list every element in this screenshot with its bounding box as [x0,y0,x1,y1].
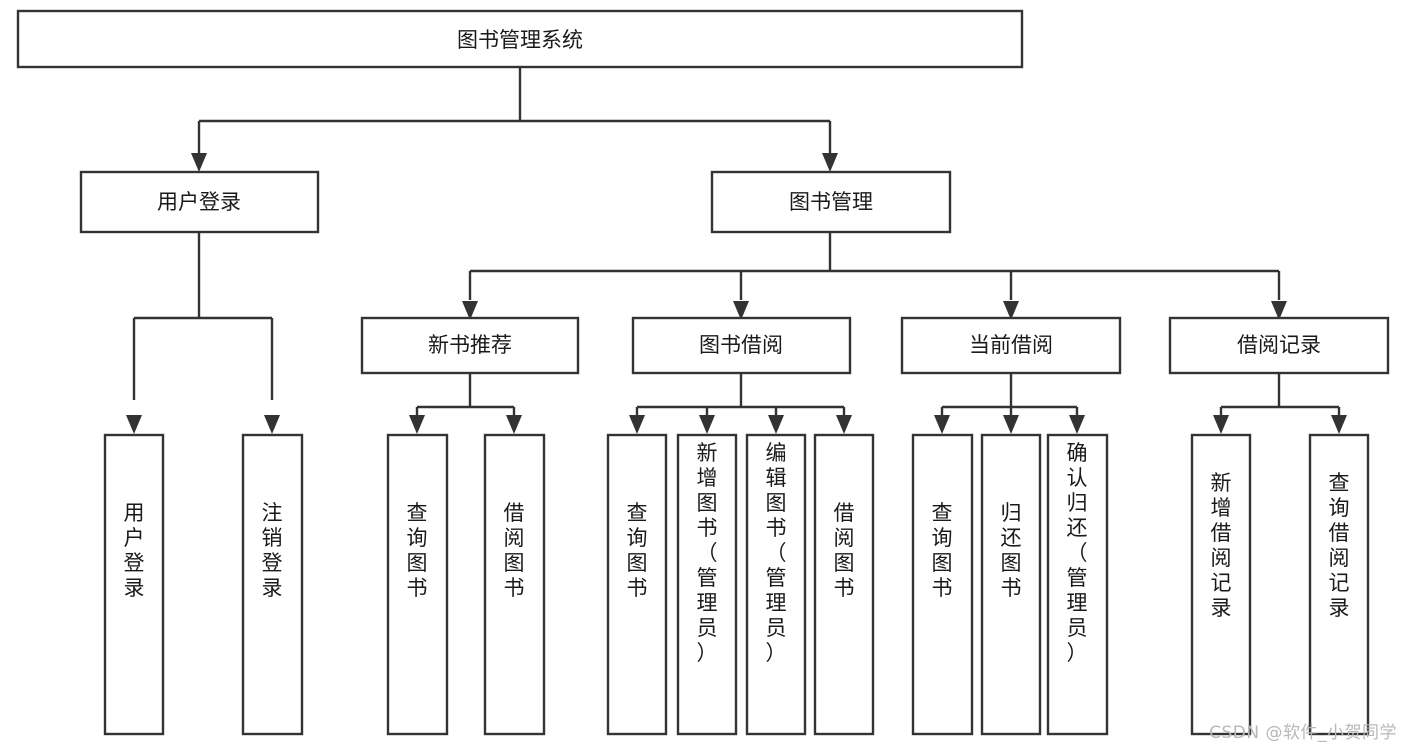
node-leaf-logout-login-box[interactable] [241,433,304,736]
arrow-icon-leaf-add-book-admin [699,415,715,434]
node-leaf-return-book-label: 归还图书 [1001,501,1022,600]
node-borrow-record[interactable]: 借阅记录 [1168,316,1390,375]
connector-layer [126,67,1347,434]
node-leaf-confirm-return-admin[interactable]: 确认归还（管理员） [1046,433,1109,736]
node-leaf-logout-login-label: 注销登录 [262,501,283,600]
node-leaf-edit-book-admin-box[interactable] [745,433,807,736]
node-book-manage-label: 图书管理 [789,190,873,214]
node-borrow-record-box[interactable] [1168,316,1390,375]
node-leaf-query-borrow-record[interactable]: 查询借阅记录 [1308,433,1370,736]
node-leaf-query-book-1-box[interactable] [386,433,449,736]
node-leaf-user-login-box[interactable] [103,433,165,736]
arrow-icon-leaf-confirm-return-admin [1069,415,1085,434]
node-leaf-query-book-1[interactable]: 查询图书 [386,433,449,736]
node-book-manage[interactable]: 图书管理 [710,170,952,234]
node-leaf-add-borrow-record[interactable]: 新增借阅记录 [1190,433,1252,736]
node-leaf-borrow-book-2-label: 借阅图书 [834,501,855,600]
arrow-icon-leaf-add-borrow-record [1213,415,1229,434]
node-leaf-borrow-book-1-label: 借阅图书 [504,501,525,600]
arrow-icon-leaf-query-borrow-record [1331,415,1347,434]
node-new-book-recommend-box[interactable] [360,316,580,375]
node-book-borrow[interactable]: 图书借阅 [631,316,852,375]
arrow-icon-leaf-return-book [1003,415,1019,434]
node-leaf-add-book-admin-box[interactable] [676,433,738,736]
arrow-icon-root-book-manage [822,153,838,172]
node-leaf-query-book-2[interactable]: 查询图书 [606,433,668,736]
node-leaf-query-borrow-record-label: 查询借阅记录 [1329,471,1350,620]
node-root-box[interactable] [16,9,1024,69]
node-current-borrow-box[interactable] [900,316,1122,375]
node-leaf-edit-book-admin-label: 编辑图书（管理员） [766,441,787,665]
node-root[interactable]: 图书管理系统 [16,9,1024,69]
node-leaf-user-login-label: 用户登录 [124,501,145,600]
node-root-label: 图书管理系统 [457,28,583,52]
arrow-icon-leaf-logout-login [264,415,280,434]
node-leaf-add-borrow-record-label: 新增借阅记录 [1211,471,1232,620]
node-leaf-query-book-1-label: 查询图书 [407,501,428,600]
node-leaf-confirm-return-admin-label: 确认归还（管理员） [1067,441,1088,665]
node-book-borrow-label: 图书借阅 [699,333,783,357]
arrow-icon-leaf-edit-book-admin [768,415,784,434]
node-leaf-query-book-3-box[interactable] [911,433,974,736]
node-leaf-query-book-3-label: 查询图书 [932,501,953,600]
leaf-nodes-layer: 用户登录 注销登录 查询图书 借阅图书 查询图书 新增图书（管理员） [103,433,1370,736]
node-leaf-query-book-2-label: 查询图书 [627,501,648,600]
arrow-icon-leaf-query-book-2 [629,415,645,434]
node-leaf-query-book-3[interactable]: 查询图书 [911,433,974,736]
node-leaf-user-login[interactable]: 用户登录 [103,433,165,736]
node-leaf-add-borrow-record-box[interactable] [1190,433,1252,736]
node-leaf-return-book-box[interactable] [980,433,1042,736]
node-leaf-borrow-book-1-box[interactable] [483,433,546,736]
node-current-borrow-label: 当前借阅 [969,333,1053,357]
arrow-icon-root-user-login [191,153,207,172]
node-leaf-borrow-book-2[interactable]: 借阅图书 [813,433,875,736]
node-user-login-label: 用户登录 [157,190,241,214]
arrow-icon-leaf-query-book-1 [409,415,425,434]
node-leaf-return-book[interactable]: 归还图书 [980,433,1042,736]
node-leaf-borrow-book-1[interactable]: 借阅图书 [483,433,546,736]
node-book-manage-box[interactable] [710,170,952,234]
node-current-borrow[interactable]: 当前借阅 [900,316,1122,375]
node-leaf-query-borrow-record-box[interactable] [1308,433,1370,736]
node-leaf-confirm-return-admin-box[interactable] [1046,433,1109,736]
node-new-book-recommend[interactable]: 新书推荐 [360,316,580,375]
arrow-icon-leaf-query-book-3 [934,415,950,434]
arrow-icon-leaf-borrow-book-1 [506,415,522,434]
node-book-borrow-box[interactable] [631,316,852,375]
arrow-icon-leaf-borrow-book-2 [836,415,852,434]
arrow-icon-leaf-user-login [126,415,142,434]
node-borrow-record-label: 借阅记录 [1237,333,1321,357]
node-leaf-add-book-admin[interactable]: 新增图书（管理员） [676,433,738,736]
node-leaf-borrow-book-2-box[interactable] [813,433,875,736]
node-leaf-add-book-admin-label: 新增图书（管理员） [697,441,718,665]
node-user-login-box[interactable] [79,170,320,234]
node-leaf-query-book-2-box[interactable] [606,433,668,736]
node-user-login[interactable]: 用户登录 [79,170,320,234]
node-new-book-recommend-label: 新书推荐 [428,333,512,357]
node-leaf-edit-book-admin[interactable]: 编辑图书（管理员） [745,433,807,736]
node-leaf-logout-login[interactable]: 注销登录 [241,433,304,736]
